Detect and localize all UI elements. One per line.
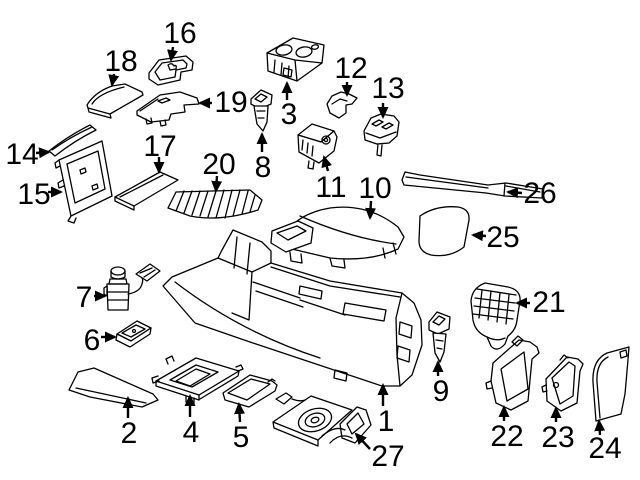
part-label-3: 3	[281, 98, 298, 131]
part-label-1: 1	[378, 405, 395, 438]
part-label-23: 23	[541, 421, 574, 454]
part-label-11: 11	[315, 171, 346, 204]
part-18-arrow	[108, 73, 120, 87]
part-label-8: 8	[255, 151, 272, 184]
cup-well	[275, 44, 293, 56]
part-11-drawing	[297, 123, 338, 170]
part-label-12: 12	[334, 52, 367, 85]
part-label-26: 26	[523, 177, 556, 210]
part-25-arrow	[471, 230, 487, 242]
part-label-7: 7	[76, 281, 93, 314]
part-9-drawing	[428, 311, 451, 363]
part-15-drawing	[54, 140, 113, 224]
part-4-drawing	[151, 355, 244, 405]
part-label-9: 9	[433, 375, 450, 408]
part-17-drawing	[114, 171, 179, 211]
part-24-arrow	[594, 419, 606, 436]
part-24-drawing	[592, 346, 630, 422]
part-20-arrow	[211, 175, 223, 193]
part-label-2: 2	[121, 417, 138, 450]
part-20-drawing	[167, 189, 263, 219]
part-label-13: 13	[371, 72, 404, 105]
part-label-16: 16	[163, 17, 196, 50]
part-label-15: 15	[17, 178, 50, 211]
part-label-14: 14	[5, 138, 38, 171]
part-21-drawing	[470, 282, 521, 350]
part-12-drawing	[326, 91, 358, 119]
part-10-drawing	[270, 206, 405, 269]
part-23-drawing	[541, 354, 584, 412]
part-label-25: 25	[486, 221, 519, 254]
part-25-drawing	[418, 206, 470, 257]
part-14-arrow	[35, 147, 51, 159]
part-label-10: 10	[358, 172, 391, 205]
cup-well	[295, 46, 313, 58]
part-16-drawing	[148, 55, 194, 86]
part-label-22: 22	[490, 420, 523, 453]
part-label-21: 21	[532, 286, 565, 319]
part-7-drawing	[103, 263, 161, 311]
part-27-arrow	[354, 432, 371, 450]
part-22-drawing	[485, 335, 540, 411]
part-label-17: 17	[143, 130, 176, 163]
part-label-6: 6	[84, 324, 101, 357]
part-16-arrow	[167, 46, 178, 62]
part-18-drawing	[86, 83, 144, 119]
part-label-19: 19	[214, 86, 247, 119]
part-label-4: 4	[183, 416, 200, 449]
part-1-drawing	[162, 229, 423, 387]
part-27-drawing	[272, 392, 372, 447]
part-13-drawing	[363, 113, 400, 157]
part-14-drawing	[48, 124, 97, 157]
part-label-20: 20	[202, 148, 235, 181]
part-10-arrow	[365, 200, 377, 220]
part-11-arrow	[321, 155, 333, 172]
part-label-27: 27	[371, 440, 404, 473]
part-5-drawing	[222, 374, 278, 408]
part-26-arrow	[506, 187, 523, 199]
part-2-drawing	[68, 367, 159, 408]
part-5-arrow	[234, 402, 246, 423]
part-19-drawing	[136, 91, 200, 127]
part-label-18: 18	[104, 45, 137, 78]
part-label-24: 24	[588, 432, 621, 465]
part-label-5: 5	[233, 421, 250, 454]
part-3-drawing	[266, 37, 325, 82]
part-6-drawing	[115, 320, 152, 348]
part-8-drawing	[250, 89, 273, 132]
